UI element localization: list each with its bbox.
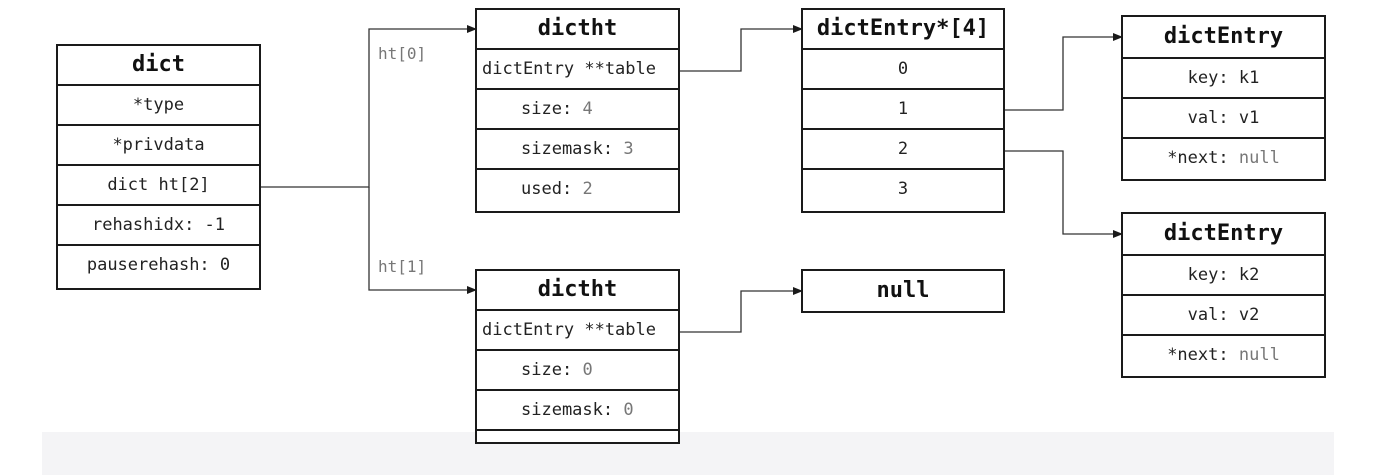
dict-entry-2-key: key: k2	[1123, 254, 1324, 294]
null-box-title: null	[876, 278, 930, 303]
dict-entry-1-key: key: k1	[1123, 57, 1324, 97]
arrow-dict-to-ht1	[368, 187, 477, 294]
dictht-0-used: used: 2	[477, 168, 678, 208]
arrow-ht0-table-to-array	[679, 25, 803, 72]
dict-entry-2-next: *next: null	[1123, 334, 1324, 374]
dictht-1: dictht dictEntry **table size: 0 sizemas…	[475, 269, 680, 444]
dictht-1-size: size: 0	[477, 349, 678, 389]
dict-entry-2-val: val: v2	[1123, 294, 1324, 334]
dict-field-type: *type	[58, 84, 259, 124]
dict-field-privdata: *privdata	[58, 124, 259, 164]
dictht-1-title: dictht	[537, 277, 618, 302]
dictht-1-sizemask: sizemask: 0	[477, 389, 678, 429]
arrow-ht1-table-to-null	[679, 287, 803, 333]
dict-entry-1-val: val: v1	[1123, 97, 1324, 137]
dict-struct: dict *type *privdata dict ht[2] rehashid…	[56, 44, 261, 290]
bottom-fade-strip	[42, 432, 1334, 475]
null-box: null	[801, 269, 1005, 313]
arrow-slot1-to-entry1	[1004, 33, 1123, 111]
dict-title: dict	[132, 52, 185, 77]
dict-entry-2-title: dictEntry	[1163, 221, 1284, 246]
bucket-array-title: dictEntry*[4]	[816, 16, 990, 41]
dict-entry-1-title: dictEntry	[1163, 24, 1284, 49]
dict-entry-2: dictEntry key: k2 val: v2 *next: null	[1121, 212, 1326, 378]
bucket-slot-2: 2	[803, 128, 1003, 168]
dictht-1-table: dictEntry **table	[477, 309, 678, 349]
dictht-0-table: dictEntry **table	[477, 48, 678, 88]
bucket-slot-0: 0	[803, 48, 1003, 88]
dictht-0-title: dictht	[537, 16, 618, 41]
dict-field-pauserehash: pauserehash: 0	[58, 244, 259, 284]
bucket-slot-3: 3	[803, 168, 1003, 208]
arrow-dict-to-ht0	[260, 25, 477, 188]
ht0-label: ht[0]	[378, 44, 427, 63]
dictht-0-size: size: 4	[477, 88, 678, 128]
dictht-0: dictht dictEntry **table size: 4 sizemas…	[475, 8, 680, 213]
dict-field-ht: dict ht[2]	[58, 164, 259, 204]
arrow-slot2-to-entry2	[1004, 150, 1123, 238]
bucket-slot-1: 1	[803, 88, 1003, 128]
dict-field-rehashidx: rehashidx: -1	[58, 204, 259, 244]
dict-entry-1: dictEntry key: k1 val: v1 *next: null	[1121, 15, 1326, 181]
dictht-0-sizemask: sizemask: 3	[477, 128, 678, 168]
bucket-array: dictEntry*[4] 0 1 2 3	[801, 8, 1005, 213]
ht1-label: ht[1]	[378, 257, 427, 276]
dict-entry-1-next: *next: null	[1123, 137, 1324, 177]
dictht-1-cutoff-row	[477, 429, 678, 469]
